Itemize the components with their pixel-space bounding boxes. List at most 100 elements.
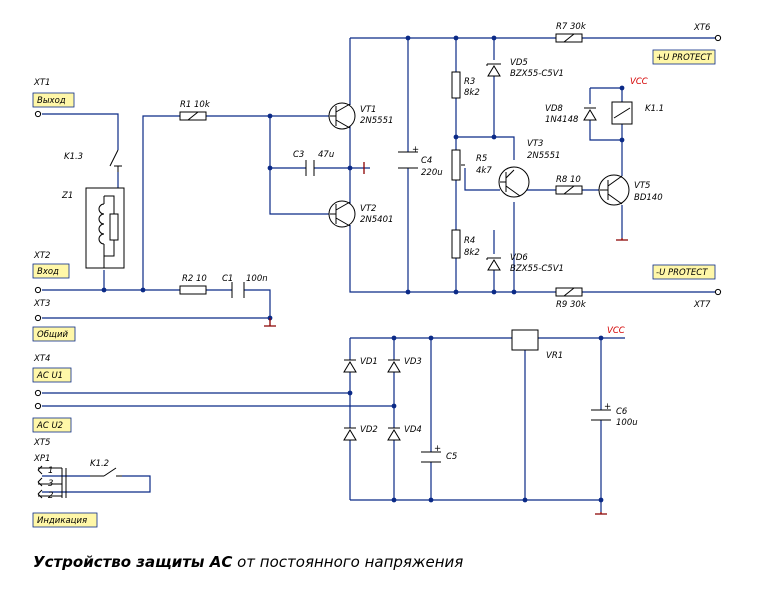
capacitor-c3: C3 47u (293, 150, 334, 176)
vcc-label-top: VCC (630, 77, 648, 87)
svg-text:R3: R3 (464, 77, 475, 87)
coil-z1: Z1 (61, 187, 125, 269)
svg-text:2N5551: 2N5551 (527, 151, 560, 161)
connector-xt2: XT2 Вход (32, 251, 70, 279)
svg-text:VR1: VR1 (546, 351, 563, 361)
svg-text:+: + (412, 145, 419, 155)
svg-text:Индикация: Индикация (37, 516, 87, 526)
svg-text:2N5401: 2N5401 (360, 215, 393, 225)
vcc-label-bottom: VCC (607, 326, 625, 336)
diode-vd3: VD3 (387, 357, 422, 373)
junction-dots (101, 35, 625, 503)
connector-xt4: XT4 AC U1 (32, 354, 72, 383)
svg-text:-U PROTECT: -U PROTECT (656, 268, 708, 278)
svg-text:1: 1 (48, 466, 53, 476)
svg-text:BD140: BD140 (634, 193, 663, 203)
svg-text:K1.1: K1.1 (645, 104, 664, 114)
zener-vd5: VD5 BZX55-C5V1 (486, 58, 564, 79)
svg-text:XT3: XT3 (33, 299, 50, 309)
resistor-r7: R7 30k (555, 22, 587, 43)
svg-text:K1.2: K1.2 (90, 459, 109, 469)
svg-text:VT1: VT1 (360, 105, 376, 115)
svg-text:VD4: VD4 (404, 425, 422, 435)
svg-text:R7 30k: R7 30k (556, 22, 587, 32)
svg-text:47u: 47u (318, 150, 334, 160)
svg-text:+: + (604, 402, 611, 412)
wires (42, 37, 715, 512)
svg-text:R2 10: R2 10 (182, 274, 207, 284)
svg-text:XT1: XT1 (33, 78, 50, 88)
svg-text:Z1: Z1 (61, 191, 73, 201)
ground-symbols (264, 162, 628, 515)
svg-text:100n: 100n (246, 274, 268, 284)
svg-text:VCC: VCC (607, 326, 625, 336)
diode-vd4: VD4 (387, 425, 422, 441)
svg-text:XP1: XP1 (33, 454, 50, 464)
caption-rest: от постоянного напряжения (237, 553, 464, 571)
transistor-vt2: VT2 2N5401 (328, 200, 393, 228)
svg-text:Общий: Общий (37, 330, 68, 340)
capacitor-c4: + C4 220u (398, 145, 443, 178)
resistor-r5: R5 4k7 (451, 149, 492, 181)
diode-vd2: VD2 (343, 425, 378, 441)
connector-xt6: XT6 +U PROTECT (652, 23, 716, 65)
svg-text:C1: C1 (222, 274, 233, 284)
terminals (34, 34, 722, 410)
svg-text:3: 3 (48, 479, 53, 489)
relay-contact-k1-2: K1.2 (90, 459, 122, 477)
transistor-vt3: VT3 2N5551 (498, 139, 560, 198)
svg-text:R8 10: R8 10 (556, 175, 581, 185)
zener-vd6: VD6 BZX55-C5V1 (486, 253, 564, 274)
svg-text:AC U1: AC U1 (36, 371, 63, 381)
resistor-r8: R8 10 (555, 175, 583, 195)
svg-text:C4: C4 (421, 156, 432, 166)
svg-text:XT4: XT4 (33, 354, 50, 364)
svg-text:2N5551: 2N5551 (360, 116, 393, 126)
svg-text:Вход: Вход (37, 267, 59, 277)
svg-text:4k7: 4k7 (476, 166, 492, 176)
connector-xt3: XT3 Общий (32, 299, 76, 342)
svg-text:XT7: XT7 (693, 300, 711, 310)
svg-text:220u: 220u (421, 168, 443, 178)
svg-text:VD6: VD6 (510, 253, 528, 263)
connector-xt1: XT1 Выход (32, 78, 75, 108)
capacitor-c5: + C5 (421, 444, 457, 463)
svg-text:C5: C5 (446, 452, 457, 462)
svg-text:VT3: VT3 (527, 139, 543, 149)
svg-text:C3: C3 (293, 150, 304, 160)
transistor-vt1: VT1 2N5551 (328, 102, 393, 130)
svg-text:XT2: XT2 (33, 251, 50, 261)
svg-text:Выход: Выход (37, 96, 66, 106)
capacitor-c1: C1 100n (222, 274, 268, 298)
svg-text:R9 30k: R9 30k (556, 300, 587, 310)
resistor-r2: R2 10 (179, 274, 207, 295)
diagram-caption: Устройство защиты АС от постоянного напр… (33, 553, 463, 571)
svg-text:BZX55-C5V1: BZX55-C5V1 (510, 264, 564, 274)
svg-text:XT5: XT5 (33, 438, 50, 448)
capacitor-c6: + C6 100u (591, 402, 638, 428)
connector-xt7: -U PROTECT XT7 (652, 264, 716, 310)
svg-text:R1 10k: R1 10k (180, 100, 211, 110)
diode-vd8: VD8 1N4148 (545, 104, 597, 125)
connector-xt5: AC U2 XT5 (32, 417, 72, 448)
svg-text:AC U2: AC U2 (36, 421, 63, 431)
svg-text:VD1: VD1 (360, 357, 378, 367)
diode-vd1: VD1 (343, 357, 378, 373)
relay-contact-k1-3: K1.3 (64, 149, 122, 172)
resistor-r3: R3 8k2 (451, 71, 480, 99)
svg-text:8k2: 8k2 (464, 248, 480, 258)
regulator-vr1: VR1 (511, 329, 563, 361)
svg-text:XT6: XT6 (693, 23, 711, 33)
svg-text:R4: R4 (464, 236, 475, 246)
svg-text:BZX55-C5V1: BZX55-C5V1 (510, 69, 564, 79)
svg-text:VT2: VT2 (360, 204, 376, 214)
transistor-vt5: VT5 BD140 (598, 174, 663, 206)
caption-bold: Устройство защиты АС (33, 553, 233, 571)
svg-text:2: 2 (48, 491, 53, 501)
svg-text:K1.3: K1.3 (64, 152, 83, 162)
svg-text:VT5: VT5 (634, 181, 650, 191)
svg-text:+U PROTECT: +U PROTECT (656, 53, 712, 63)
svg-text:VD3: VD3 (404, 357, 422, 367)
connector-xp1: XP1 1 3 2 Индикация (32, 454, 98, 528)
